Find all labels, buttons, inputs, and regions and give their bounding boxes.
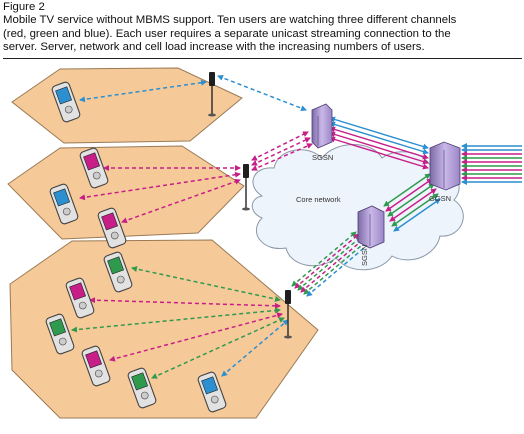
figure-caption: Figure 2 Mobile TV service without MBMS … — [3, 1, 521, 54]
link-blue — [217, 75, 307, 111]
sgsn-upper-label: SGSN — [312, 153, 333, 162]
base-station-antenna-icon — [242, 164, 250, 211]
link-blue — [221, 319, 289, 377]
link-green — [131, 266, 281, 302]
phone-icon — [51, 81, 81, 123]
phone-icon — [81, 345, 111, 387]
phone-icon — [197, 371, 227, 413]
phone-icon — [97, 207, 127, 249]
caption-line-1: Mobile TV service without MBMS support. … — [3, 14, 457, 27]
link-red — [251, 143, 313, 171]
phone-icon — [103, 251, 133, 293]
core-links — [329, 116, 522, 232]
caption-divider — [3, 58, 522, 59]
sgsn-lower-label: SGSN — [360, 245, 369, 266]
phone-icon — [49, 183, 79, 225]
base-station-antenna-icon — [284, 290, 292, 339]
link-red — [329, 136, 429, 170]
link-blue — [393, 198, 441, 232]
server-nodes: SGSN GGSN SGSN — [311, 103, 461, 266]
cell-top — [11, 67, 243, 144]
phone-icon — [65, 277, 95, 319]
ggsn-label: GGSN — [429, 194, 451, 203]
figure-number: Figure 2 — [3, 1, 45, 13]
cell-middle — [7, 145, 245, 240]
caption-line-3: server. Server, network and cell load in… — [3, 40, 425, 53]
server-node-icon — [311, 103, 333, 149]
user-devices — [45, 81, 227, 413]
antennas — [208, 72, 292, 339]
core-network-label: Core network — [296, 195, 341, 204]
link-red — [89, 297, 281, 309]
phone-icon — [45, 313, 75, 355]
phone-icon — [79, 147, 109, 189]
server-node-icon — [429, 141, 461, 191]
caption-line-2: (red, green and blue). Each user require… — [3, 27, 451, 40]
connection-links — [71, 75, 372, 379]
base-station-antenna-icon — [208, 72, 216, 117]
link-blue — [79, 79, 207, 103]
phone-icon — [127, 367, 157, 409]
server-node-icon — [357, 205, 385, 249]
